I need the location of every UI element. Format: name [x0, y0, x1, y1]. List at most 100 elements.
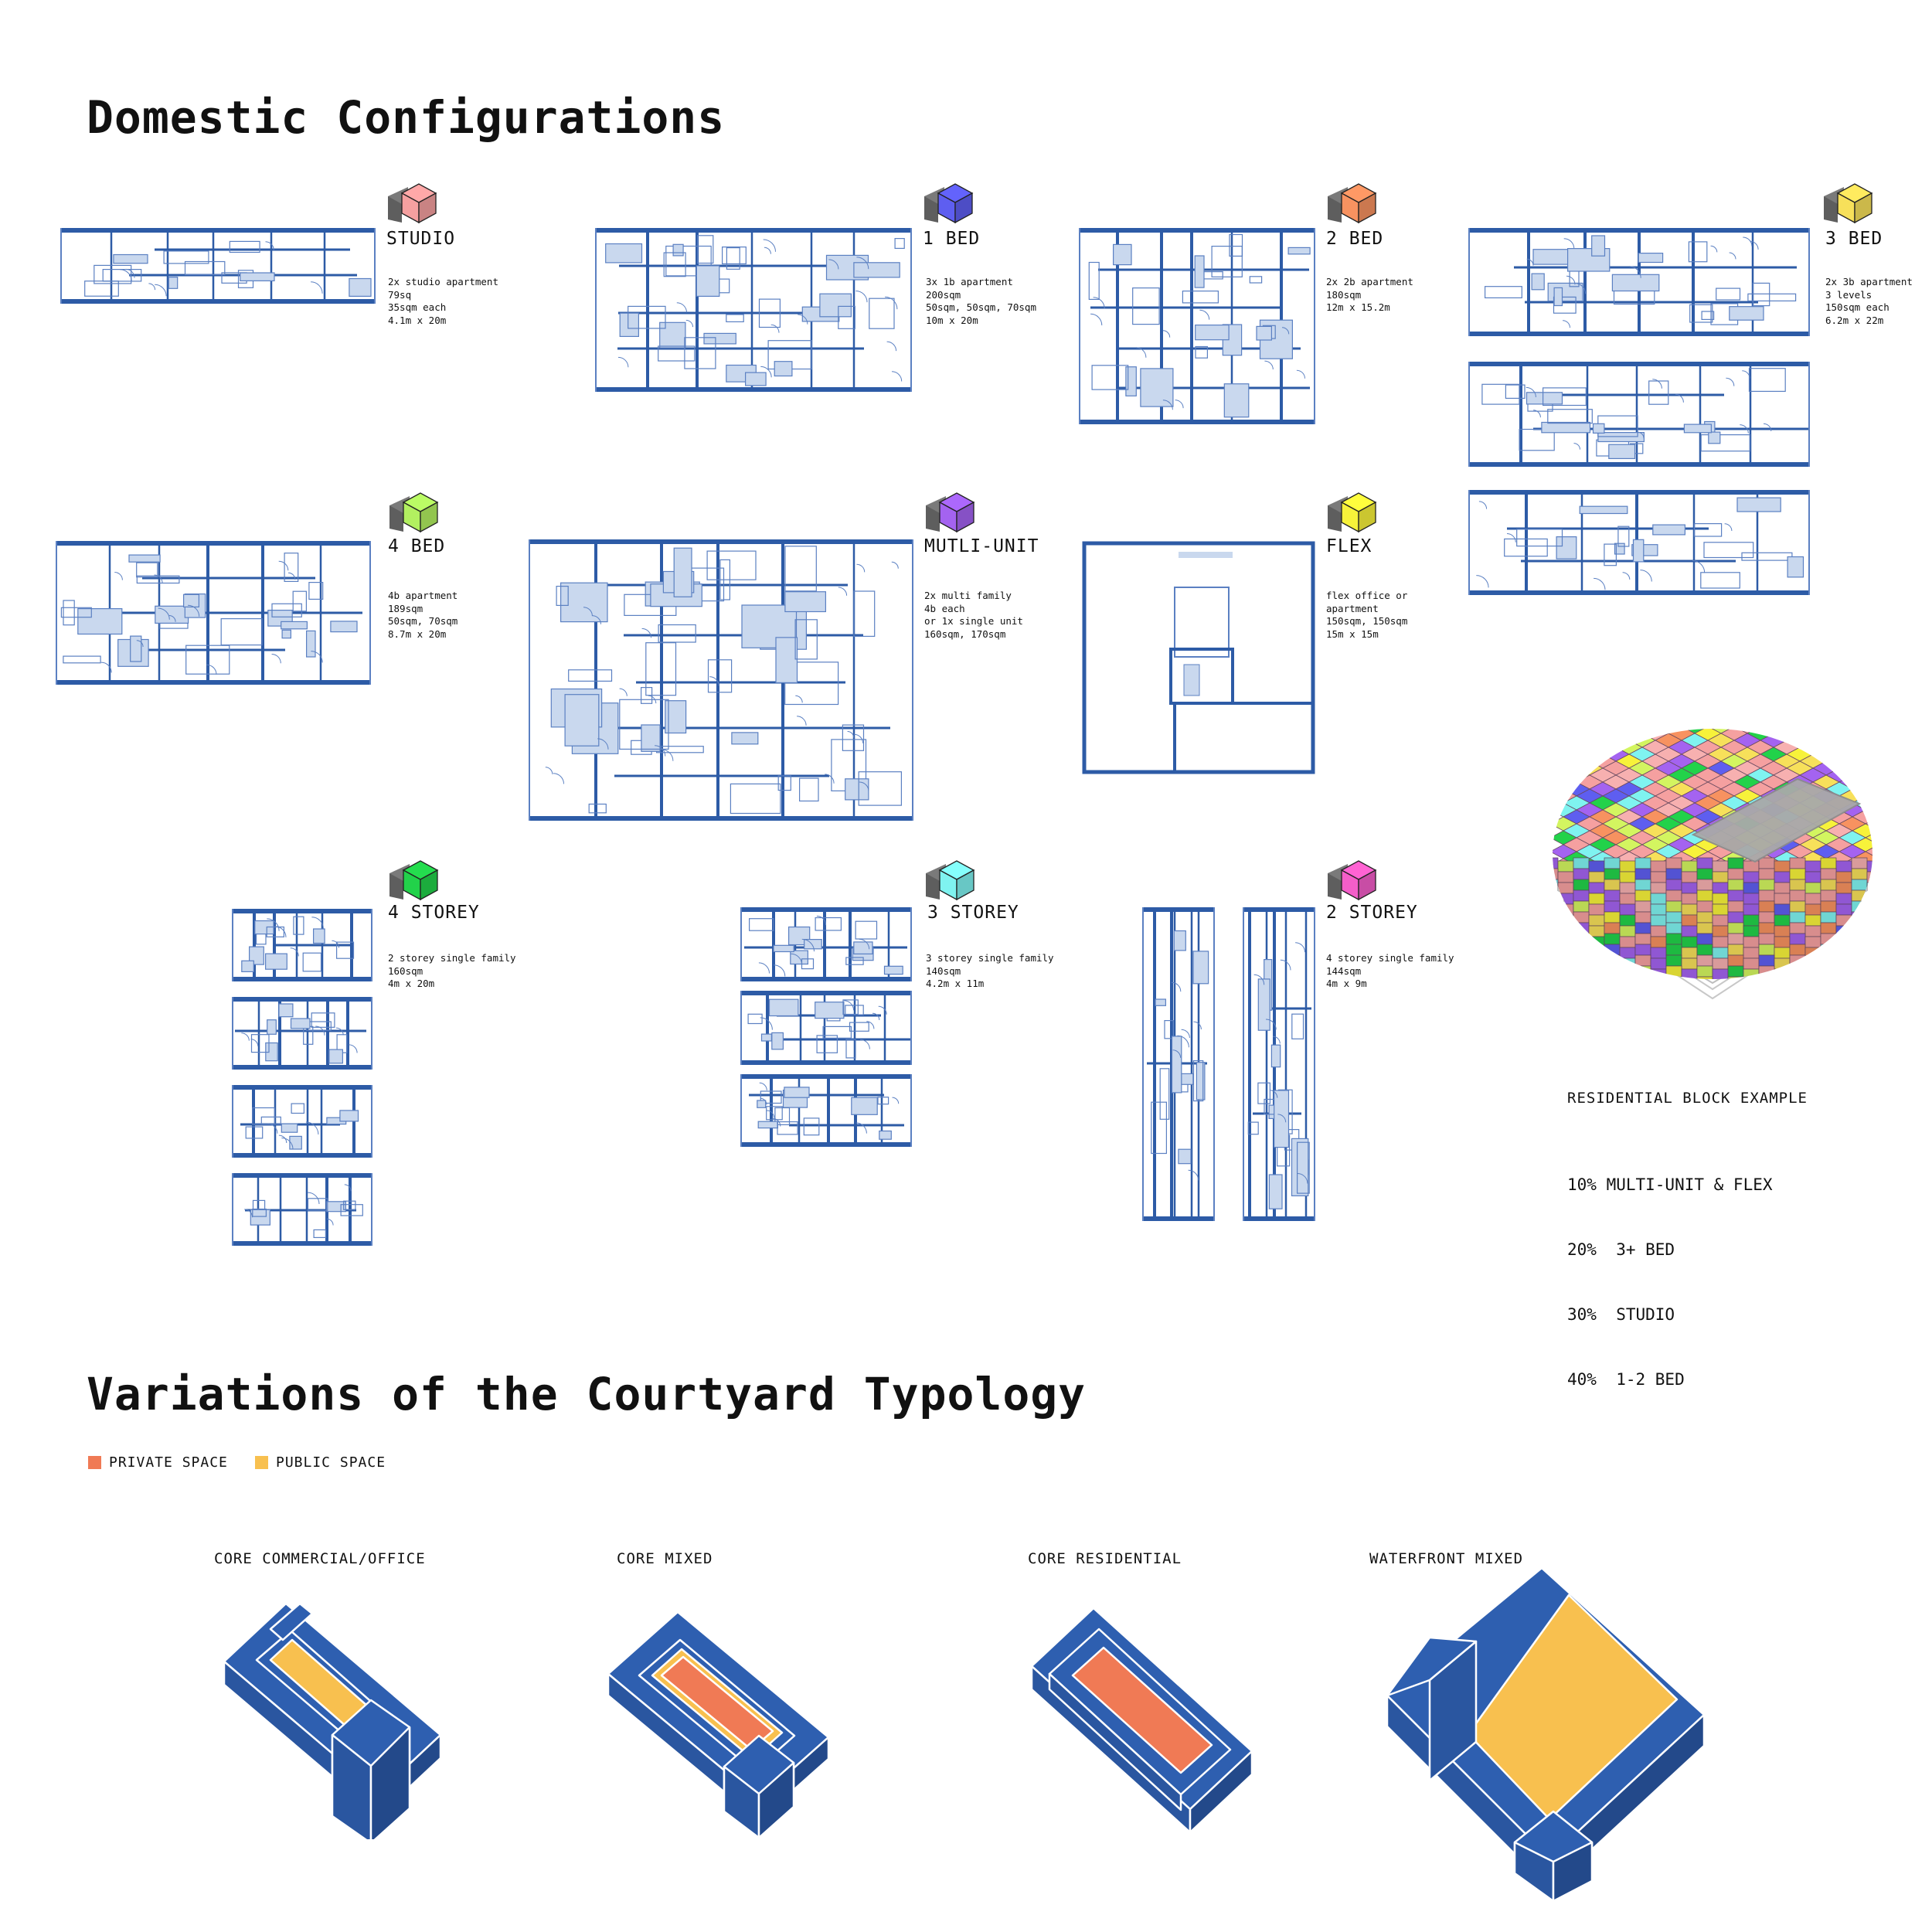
4storey-title: 4 STOREY: [388, 903, 480, 923]
courtyard-variations-title: Variations of the Courtyard Typology: [87, 1368, 1087, 1420]
1bed-cube-icon: [924, 183, 974, 224]
description-line: 160sqm, 170sqm: [924, 628, 1006, 640]
description-line: 3x 1b apartment: [926, 276, 1013, 287]
description-line: 2x 3b apartment: [1825, 276, 1913, 287]
legend-private-space: PRIVATE SPACE: [88, 1454, 228, 1471]
4storey-cube-icon: [389, 860, 439, 901]
variation-core-commercial-label: CORE COMMERCIAL/OFFICE: [214, 1550, 426, 1567]
description-line: 4.1m x 20m: [388, 314, 447, 326]
stat-1-2-bed: 40% 1-2 BED: [1567, 1370, 1685, 1389]
3storey-title: 3 STOREY: [927, 903, 1019, 923]
block-courtyard-roof: [1691, 777, 1862, 863]
public-space-swatch: [255, 1456, 268, 1469]
flex-floor-plan: [1082, 541, 1315, 774]
waterfront-mixed-block: [1386, 1566, 1706, 1901]
description-line: 140sqm: [926, 964, 961, 977]
description-line: apartment: [1326, 602, 1379, 614]
description-line: 200sqm: [926, 288, 961, 301]
variation-core-mixed-label: CORE MIXED: [617, 1550, 713, 1567]
block-cells: [1553, 729, 1872, 979]
description-line: 6.2m x 22m: [1825, 314, 1884, 326]
2storey-cube-icon: [1328, 860, 1377, 901]
stat-studio: 30% STUDIO: [1567, 1305, 1675, 1324]
description-line: 150sqm each: [1825, 301, 1889, 313]
description-line: 4 storey single family: [1326, 952, 1454, 964]
1bed-floor-plan: [595, 228, 912, 392]
3bed-level-1-plan: [1468, 228, 1810, 336]
description-line: 3 levels: [1825, 288, 1872, 301]
description-line: 4b each: [924, 602, 965, 614]
description-line: 160sqm: [388, 964, 423, 977]
residential-block-stats: 10% MULTI-UNIT & FLEX 20% 3+ BED 30% STU…: [1567, 1131, 1773, 1412]
variation-core-residential-label: CORE RESIDENTIAL: [1028, 1550, 1182, 1567]
description-line: 2x studio apartment: [388, 276, 498, 287]
description-line: 4b apartment: [388, 590, 458, 601]
description-line: 2x 2b apartment: [1326, 276, 1413, 287]
3storey-cube-icon: [926, 860, 975, 901]
description-line: 15m x 15m: [1326, 628, 1379, 640]
description-line: 50sqm, 50sqm, 70sqm: [926, 301, 1036, 313]
multi-unit-floor-plan: [529, 539, 913, 821]
description-line: 10m x 20m: [926, 314, 978, 326]
description-line: 4m x 20m: [388, 978, 435, 989]
description-line: 4.2m x 11m: [926, 978, 985, 989]
3bed-level-2-plan: [1468, 362, 1810, 467]
private-space-label: PRIVATE SPACE: [109, 1454, 228, 1471]
description-line: or 1x single unit: [924, 615, 1023, 627]
description-line: 35sqm each: [388, 301, 447, 313]
domestic-configurations-title: Domestic Configurations: [87, 91, 726, 144]
description-line: 12m x 15.2m: [1326, 301, 1390, 313]
4storey-level-1-plan: [232, 909, 372, 981]
description-line: 189sqm: [388, 602, 423, 614]
description-line: 180sqm: [1326, 288, 1362, 301]
description-line: 2x multi family: [924, 590, 1012, 601]
stat-multi-unit-flex: 10% MULTI-UNIT & FLEX: [1567, 1175, 1773, 1194]
4bed-title: 4 BED: [388, 536, 446, 556]
2storey-title: 2 STOREY: [1326, 903, 1418, 923]
description-line: flex office or: [1326, 590, 1408, 601]
stat-3plus-bed: 20% 3+ BED: [1567, 1240, 1675, 1259]
description-line: 2 storey single family: [388, 952, 516, 964]
2bed-cube-icon: [1328, 183, 1377, 224]
4bed-cube-icon: [389, 492, 439, 533]
2storey-level-1-plan: [1142, 907, 1215, 1221]
multi-unit-cube-icon: [926, 492, 975, 533]
public-space-label: PUBLIC SPACE: [276, 1454, 386, 1471]
description-line: 4m x 9m: [1326, 978, 1367, 989]
flex-cube-icon: [1328, 492, 1377, 533]
3bed-title: 3 BED: [1825, 229, 1883, 249]
1bed-title: 1 BED: [923, 229, 981, 249]
4bed-floor-plan: [56, 541, 371, 685]
description-line: 150sqm, 150sqm: [1326, 615, 1408, 627]
4storey-level-3-plan: [232, 1085, 372, 1158]
residential-block-diagram: [1553, 729, 1872, 1000]
studio-cube-icon: [388, 183, 437, 224]
4storey-level-2-plan: [232, 997, 372, 1070]
description-line: 144sqm: [1326, 964, 1362, 977]
core-residential-block: [1030, 1607, 1253, 1834]
description-line: 8.7m x 20m: [388, 628, 447, 640]
4storey-level-4-plan: [232, 1173, 372, 1246]
2bed-title: 2 BED: [1326, 229, 1384, 249]
variation-waterfront-mixed-label: WATERFRONT MIXED: [1369, 1550, 1524, 1567]
2storey-level-2-plan: [1243, 907, 1315, 1221]
legend-public-space: PUBLIC SPACE: [255, 1454, 386, 1471]
2bed-floor-plan: [1079, 228, 1315, 424]
3storey-level-3-plan: [740, 1074, 912, 1147]
multi-unit-title: MUTLI-UNIT: [924, 536, 1039, 556]
core-commercial-block: [223, 1602, 442, 1839]
core-mixed-block: [607, 1611, 830, 1839]
description-line: 3 storey single family: [926, 952, 1054, 964]
description-line: 79sq: [388, 288, 412, 301]
private-space-swatch: [88, 1456, 101, 1469]
